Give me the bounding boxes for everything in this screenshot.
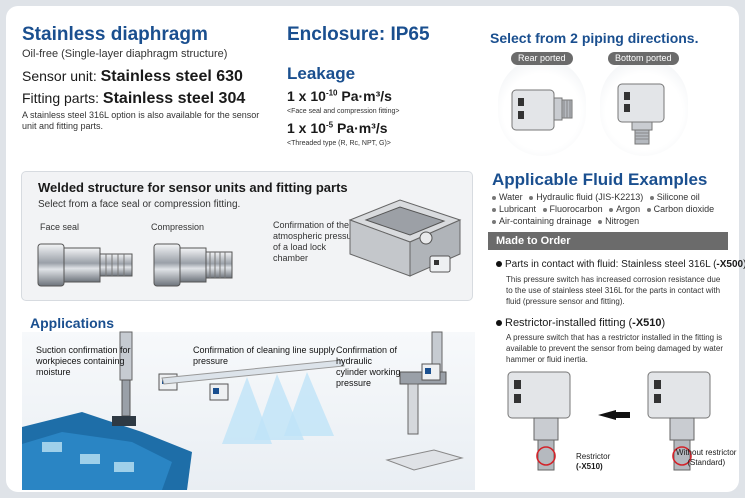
compression-label: Compression: [151, 222, 205, 232]
leak1-base: 1 x 10: [287, 88, 326, 104]
sensor-unit-prefix: Sensor unit:: [22, 68, 101, 84]
mto-option-2: Restrictor-installed fitting (-X510): [496, 317, 665, 329]
leakage-title: Leakage: [287, 64, 356, 83]
applications-illustration: [22, 331, 464, 490]
piping-title: Select from 2 piping directions.: [490, 30, 699, 46]
mto-option-1: Parts in contact with fluid: Stainless s…: [496, 259, 745, 270]
fitting-parts-prefix: Fitting parts:: [22, 90, 103, 106]
fluid-examples-title: Applicable Fluid Examples: [492, 170, 708, 189]
app-suction-label: Suction confirmation for workpieces cont…: [36, 345, 131, 377]
leak2-unit: Pa·m³/s: [333, 120, 388, 136]
diaphragm-subtitle: Oil-free (Single-layer diaphragm structu…: [22, 48, 228, 60]
compression-fitting-image: [153, 243, 233, 287]
bottom-ported-image: [600, 58, 688, 156]
rear-ported-illustration: [511, 89, 573, 131]
enclosure-title: Enclosure: IP65: [287, 24, 430, 45]
fluid-item: Fluorocarbon: [542, 203, 603, 215]
welded-title: Welded structure for sensor units and fi…: [38, 180, 348, 195]
bottom-ported-badge: Bottom ported: [608, 52, 679, 65]
fluid-item: Argon: [609, 203, 640, 215]
app-hydraulic-label: Confirmation of hydraulic cylinder worki…: [336, 345, 401, 388]
restrictor-label: Restrictor(-X510): [576, 452, 611, 471]
fluid-item: Water: [492, 191, 523, 203]
app-cleaning-label: Confirmation of cleaning line supply pre…: [193, 345, 336, 366]
fluid-item: Lubricant: [492, 203, 536, 215]
bottom-ported-illustration: [617, 83, 665, 145]
rear-ported-badge: Rear ported: [511, 52, 573, 65]
fluid-list: Water Hydraulic fluid (JIS-K2213) Silico…: [492, 191, 732, 227]
face-seal-label: Face seal: [40, 222, 80, 232]
leakage-note-1: <Face seal and compression fitting>: [287, 108, 400, 115]
fluid-item: Nitrogen: [598, 215, 639, 227]
mto-option-1-desc: This pressure switch has increased corro…: [506, 275, 721, 306]
applications-title: Applications: [30, 315, 115, 331]
sensor-unit-line: Sensor unit: Stainless steel 630: [22, 68, 243, 86]
leakage-note-2: <Threaded type (R, Rc, NPT, G)>: [287, 140, 391, 147]
leak1-exp: -10: [325, 88, 338, 98]
without-restrictor-label: Without restrictor(Standard): [676, 448, 737, 467]
fitting-parts-line: Fitting parts: Stainless steel 304: [22, 90, 245, 108]
made-to-order-bar: Made to Order: [488, 232, 728, 250]
fluid-item: Carbon dioxide: [646, 203, 714, 215]
sensor-unit-material: Stainless steel 630: [100, 68, 243, 85]
welded-subtitle: Select from a face seal or compression f…: [38, 199, 241, 210]
rear-ported-image: [498, 58, 586, 156]
leak2-base: 1 x 10: [287, 120, 326, 136]
fitting-parts-material: Stainless steel 304: [102, 90, 246, 107]
fluid-item: Air-containing drainage: [492, 215, 592, 227]
leak1-unit: Pa·m³/s: [337, 88, 392, 104]
leak2-exp: -5: [325, 120, 334, 130]
material-note: A stainless steel 316L option is also av…: [22, 110, 260, 131]
load-lock-label: Confirmation of the atmospheric pressure…: [273, 220, 360, 263]
fluid-item: Silicone oil: [649, 191, 700, 203]
mto-option-2-desc: A pressure switch that has a restrictor …: [506, 333, 724, 364]
leakage-value-1: 1 x 10-10 Pa·m³/s: [287, 88, 392, 104]
load-lock-chamber-image: [348, 199, 462, 277]
diaphragm-title: Stainless diaphragm: [22, 24, 208, 45]
restrictor-comparison-image: [507, 371, 711, 471]
fluid-item: Hydraulic fluid (JIS-K2213): [529, 191, 643, 203]
face-seal-fitting-image: [37, 243, 133, 287]
leakage-value-2: 1 x 10-5 Pa·m³/s: [287, 120, 388, 136]
